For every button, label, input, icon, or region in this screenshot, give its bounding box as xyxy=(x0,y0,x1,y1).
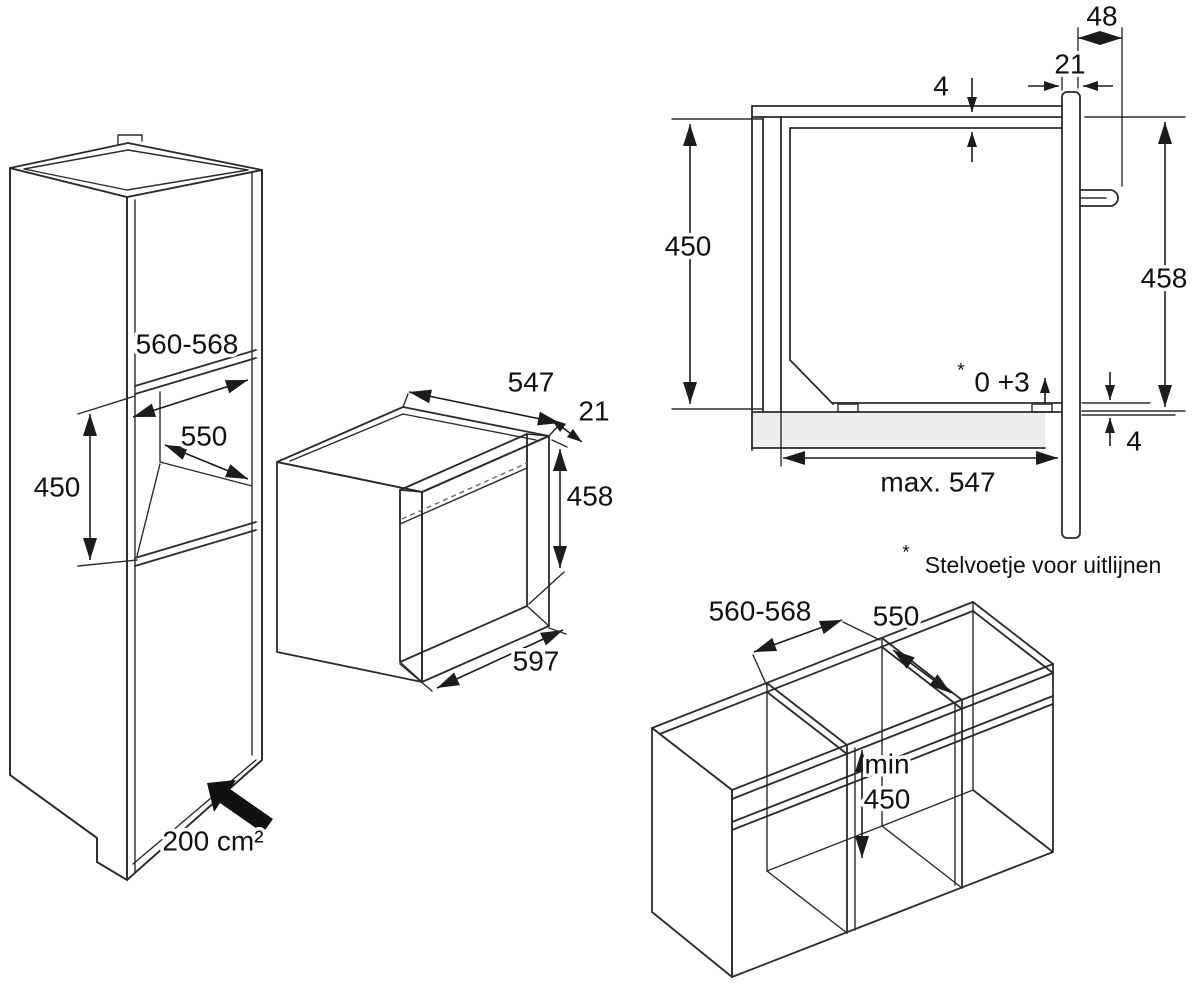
dim-label-leveling: 0 +3 xyxy=(974,367,1029,398)
dim-label-oven-overhang: 21 xyxy=(578,396,609,427)
dim-line-base-width xyxy=(753,619,843,653)
tall-cabinet-bottom-edges xyxy=(9,759,263,881)
dim-ext-appliance-height xyxy=(1081,116,1186,412)
dim-line-base-depth xyxy=(892,649,952,694)
dim-label-max-depth: max. 547 xyxy=(880,467,995,498)
dim-label-section-niche-height: 450 xyxy=(665,231,712,262)
oven-door-handle-strip xyxy=(399,433,528,525)
tall-cabinet-niche-opening xyxy=(134,349,257,567)
dim-label-oven-width: 597 xyxy=(513,646,560,677)
dim-label-protrusion: 48 xyxy=(1086,1,1117,32)
dim-line-oven-depth xyxy=(408,389,561,426)
dim-line-oven-width xyxy=(436,629,564,689)
base-front-verticals xyxy=(731,663,1054,978)
side-section-drawing: 48 21 4 450 458 * 0 +3 4 max. 547 * Stel… xyxy=(661,0,1191,582)
dim-label-appliance-height: 458 xyxy=(1141,263,1188,294)
section-back-wall xyxy=(751,105,764,451)
dim-ext-niche-height xyxy=(77,395,138,567)
dim-label-door-thickness: 21 xyxy=(1054,49,1085,80)
dim-label-oven-depth: 547 xyxy=(508,367,555,398)
section-top-panel xyxy=(751,105,1063,118)
dim-line-oven-overhang xyxy=(550,418,583,443)
vent-area-label: 200 cm² xyxy=(162,826,263,857)
section-bottom-lines xyxy=(751,411,1063,449)
base-left-end-panel xyxy=(651,727,733,978)
base-cross-rails xyxy=(651,601,1054,800)
tall-cabinet-front-face xyxy=(126,169,263,881)
oven-door xyxy=(399,433,528,663)
footnote-mark: * xyxy=(902,543,910,564)
dim-label-leveling-mark: * xyxy=(957,361,965,382)
dim-label-niche-depth: 550 xyxy=(181,421,228,452)
dim-label-base-min-height: 450 xyxy=(864,784,911,815)
dim-line-niche-width xyxy=(132,379,249,418)
section-door-profile xyxy=(1061,91,1081,539)
dim-label-oven-height: 458 xyxy=(567,481,614,512)
dim-label-base-min: min xyxy=(864,749,909,780)
tall-cabinet-top-notch xyxy=(117,134,143,146)
oven-drawing: 547 21 458 597 xyxy=(276,363,617,692)
ventilation-arrow-icon xyxy=(207,780,273,833)
base-bottom-edges xyxy=(731,789,1054,978)
base-back-rail xyxy=(651,601,974,738)
section-bottom-front-lines xyxy=(1081,402,1176,416)
base-front-rails xyxy=(731,663,1054,831)
tall-cabinet-plinth-line xyxy=(132,759,257,865)
dim-ext-base-width xyxy=(752,621,881,687)
section-handle-profile xyxy=(1079,189,1119,207)
section-rear-foot xyxy=(837,403,859,413)
dim-label-gap-bottom: 4 xyxy=(1126,426,1142,457)
section-front-foot xyxy=(1031,403,1053,413)
base-cabinet-drawing: 560-568 550 min 450 xyxy=(651,592,1054,978)
dim-line-niche-depth xyxy=(164,444,249,480)
tall-cabinet-top-frame-inner xyxy=(23,149,249,191)
base-floor-back-edges xyxy=(766,789,974,934)
dim-label-base-width: 560-568 xyxy=(709,596,812,627)
tall-cabinet-drawing: 560-568 550 450 200 cm² xyxy=(9,134,273,881)
dim-ext-oven-height xyxy=(528,439,568,605)
oven-top-frame-inner xyxy=(289,413,537,462)
dim-ext-section-niche-height xyxy=(671,118,763,410)
dim-label-gap-top: 4 xyxy=(933,71,949,102)
footnote-text: Stelvoetje voor uitlijnen xyxy=(925,552,1162,578)
oven-door-connectors xyxy=(399,433,550,683)
dim-label-base-depth: 550 xyxy=(873,601,920,632)
dim-label-niche-width: 560-568 xyxy=(136,329,239,360)
oven-handle-seam xyxy=(401,462,528,520)
section-bottom-panel xyxy=(752,412,1045,448)
tall-cabinet-vertical-edges xyxy=(9,167,263,881)
tall-cabinet-front-frame-lines xyxy=(134,172,253,873)
dim-label-niche-height: 450 xyxy=(34,472,81,503)
section-appliance-outline xyxy=(789,127,1063,405)
tall-cabinet-left-face xyxy=(9,167,128,881)
